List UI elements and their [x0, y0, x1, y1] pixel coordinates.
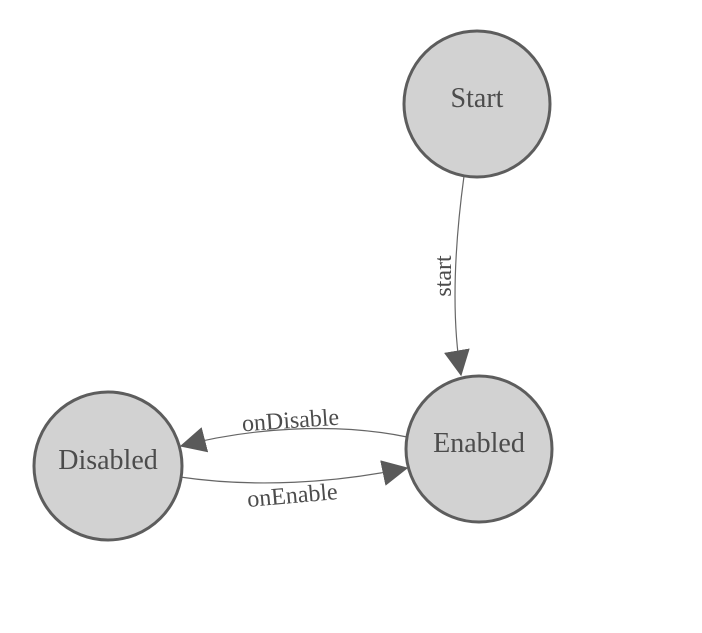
edge-onenable-transition: onEnable: [179, 460, 409, 513]
edge-ondisable-transition: onDisable: [179, 405, 408, 453]
state-node-disabled-label: Disabled: [58, 445, 158, 476]
edge-label-onenable-transition: onEnable: [246, 479, 339, 513]
state-node-enabled: Enabled: [404, 374, 554, 524]
state-node-enabled-circle: [404, 374, 554, 524]
edge-label-start-transition: start: [431, 255, 457, 297]
state-node-disabled-circle: [32, 390, 184, 542]
state-node-start-label: Start: [451, 83, 504, 114]
state-node-disabled: Disabled: [32, 390, 184, 542]
edge-path-onenable-transition: [179, 460, 409, 486]
edge-path-start-transition: [444, 175, 470, 377]
edge-start-transition: start: [431, 175, 470, 377]
state-node-start: Start: [402, 29, 552, 179]
edge-path-ondisable-transition: [179, 427, 408, 453]
edge-label-ondisable-transition: onDisable: [241, 405, 340, 438]
state-node-start-circle: [402, 29, 552, 179]
state-node-enabled-label: Enabled: [433, 428, 525, 459]
